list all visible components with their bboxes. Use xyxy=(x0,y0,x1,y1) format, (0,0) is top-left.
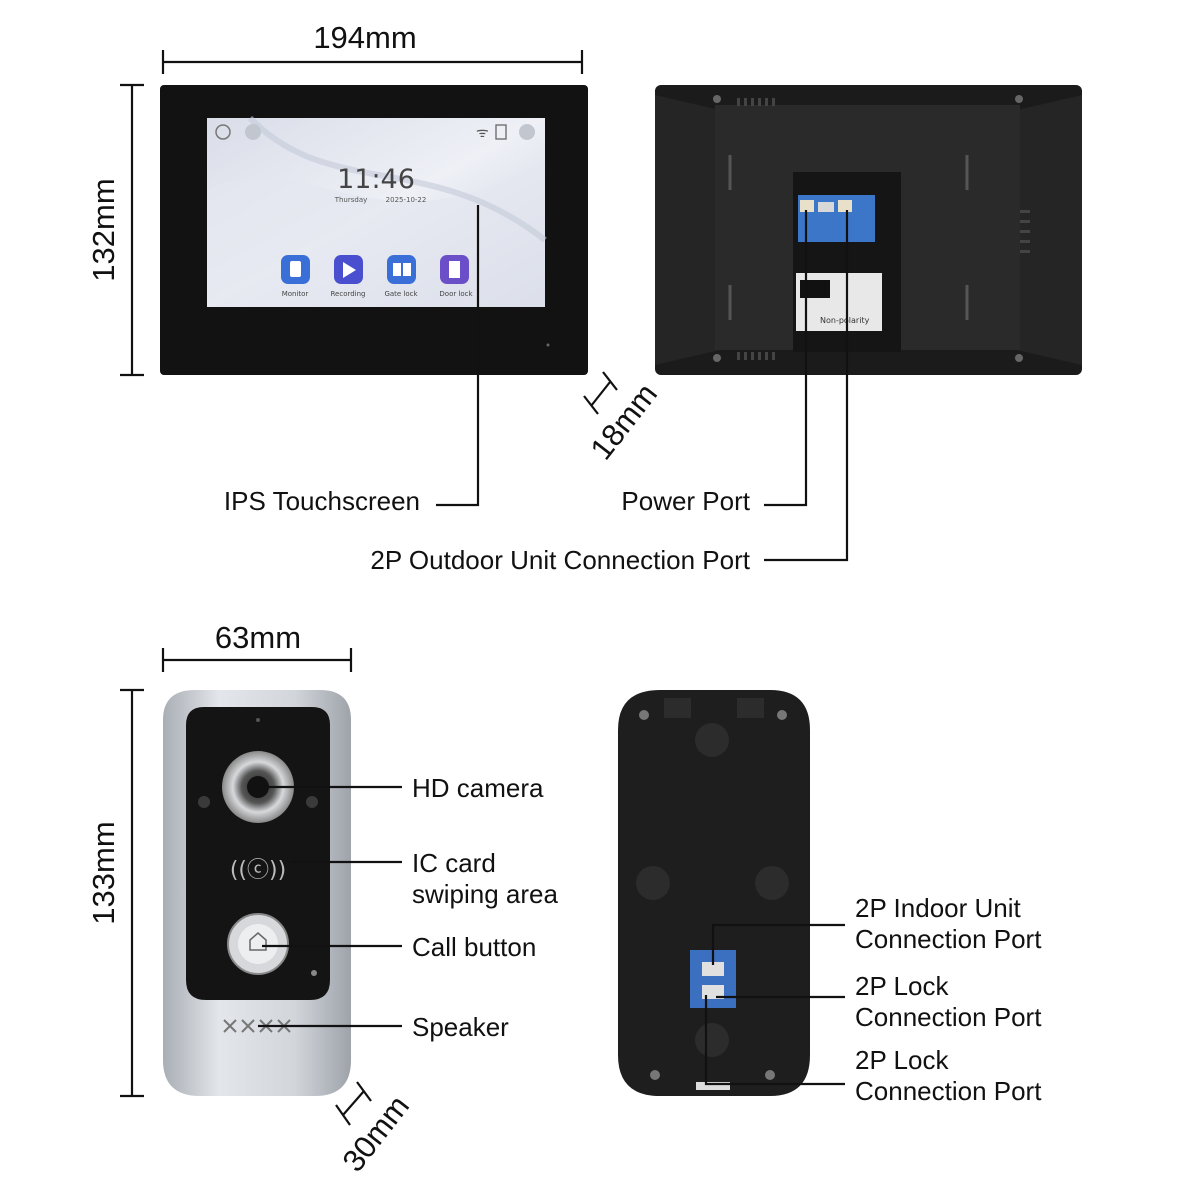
app-gate-lock-icon: Gate lock xyxy=(384,255,419,298)
lock-port-2-label-line1: 2P Lock xyxy=(855,1045,949,1075)
doorbell-height-dimension: 133mm xyxy=(86,688,144,1098)
speaker-callout-label: Speaker xyxy=(412,1012,509,1042)
outdoor-port xyxy=(838,200,852,212)
app-door-lock-icon: Door lock xyxy=(439,255,474,298)
indoor-unit-port xyxy=(702,962,724,976)
doorbell-width-label: 63mm xyxy=(215,620,301,655)
monitor-height-label: 132mm xyxy=(86,178,121,281)
doorbell-front: ((ⓒ)) xyxy=(163,690,351,1096)
ic-card-callout-label-line1: IC card xyxy=(412,848,496,878)
doorbell-depth-dimension: 30mm xyxy=(335,1081,416,1178)
speaker-mute-icon xyxy=(245,124,261,140)
camera-callout-label: HD camera xyxy=(412,773,544,803)
call-button-callout-label: Call button xyxy=(412,932,536,962)
speaker-callout: Speaker xyxy=(258,1012,509,1042)
lock-port-2-label-line2: Connection Port xyxy=(855,1076,1042,1106)
monitor-front: ᯤ 11:46 Thursday 2025-10-22 Monitor Reco… xyxy=(160,85,588,375)
app-recording-icon: Recording xyxy=(330,255,366,298)
power-icon xyxy=(519,124,535,140)
indoor-unit-port-callout: 2P Indoor Unit Connection Port xyxy=(711,893,1042,965)
settings-icon xyxy=(215,124,231,140)
indoor-unit-port-label-line2: Connection Port xyxy=(855,924,1042,954)
monitor-depth-label: 18mm xyxy=(583,377,664,466)
monitor-width-label: 194mm xyxy=(313,20,416,55)
sd-card-icon xyxy=(495,124,507,140)
lock-port-label-line2: Connection Port xyxy=(855,1002,1042,1032)
indoor-unit-port-label-line1: 2P Indoor Unit xyxy=(855,893,1022,923)
ic-card-icon: ((ⓒ)) xyxy=(230,858,286,883)
app-door-lock-label: Door lock xyxy=(439,290,473,298)
doorbell-glass-panel xyxy=(186,707,330,1000)
call-button-callout: Call button xyxy=(262,932,536,962)
monitor-back: Non-polarity xyxy=(655,85,1082,375)
outdoor-port-callout: 2P Outdoor Unit Connection Port xyxy=(370,210,849,575)
lock-port-2 xyxy=(696,1082,730,1090)
app-monitor-icon: Monitor xyxy=(281,255,310,298)
wifi-icon: ᯤ xyxy=(476,125,489,141)
lock-port-2-callout: 2P Lock Connection Port xyxy=(704,995,1042,1106)
power-port xyxy=(800,200,814,212)
monitor-width-dimension: 194mm xyxy=(161,20,584,74)
monitor-depth-dimension: 18mm xyxy=(583,371,664,466)
app-monitor-label: Monitor xyxy=(282,290,309,298)
screen-date: 2025-10-22 xyxy=(386,196,427,204)
ic-card-callout: IC card swiping area xyxy=(290,848,559,909)
power-port-callout-label: Power Port xyxy=(621,486,750,516)
bell-icon xyxy=(249,932,267,951)
touchscreen-callout: IPS Touchscreen xyxy=(224,205,480,516)
doorbell-height-label: 133mm xyxy=(86,821,121,924)
app-gate-lock-label: Gate lock xyxy=(384,290,418,298)
outdoor-port-callout-label: 2P Outdoor Unit Connection Port xyxy=(370,545,750,575)
doorbell-width-dimension: 63mm xyxy=(161,620,353,672)
ic-card-callout-label-line2: swiping area xyxy=(412,879,559,909)
screen-day: Thursday xyxy=(334,196,368,204)
camera-callout: HD camera xyxy=(262,773,544,803)
screen-clock: 11:46 xyxy=(337,164,415,195)
doorbell-back xyxy=(618,690,810,1096)
power-port-callout: Power Port xyxy=(621,210,808,516)
touchscreen-callout-label: IPS Touchscreen xyxy=(224,486,420,516)
monitor-height-dimension: 132mm xyxy=(86,83,144,377)
app-recording-label: Recording xyxy=(330,290,365,298)
rear-sticker-text: Non-polarity xyxy=(820,316,870,325)
doorbell-depth-label: 30mm xyxy=(335,1089,416,1178)
lock-port xyxy=(702,985,724,999)
lock-port-callout: 2P Lock Connection Port xyxy=(716,971,1042,1032)
lock-port-label-line1: 2P Lock xyxy=(855,971,949,1001)
